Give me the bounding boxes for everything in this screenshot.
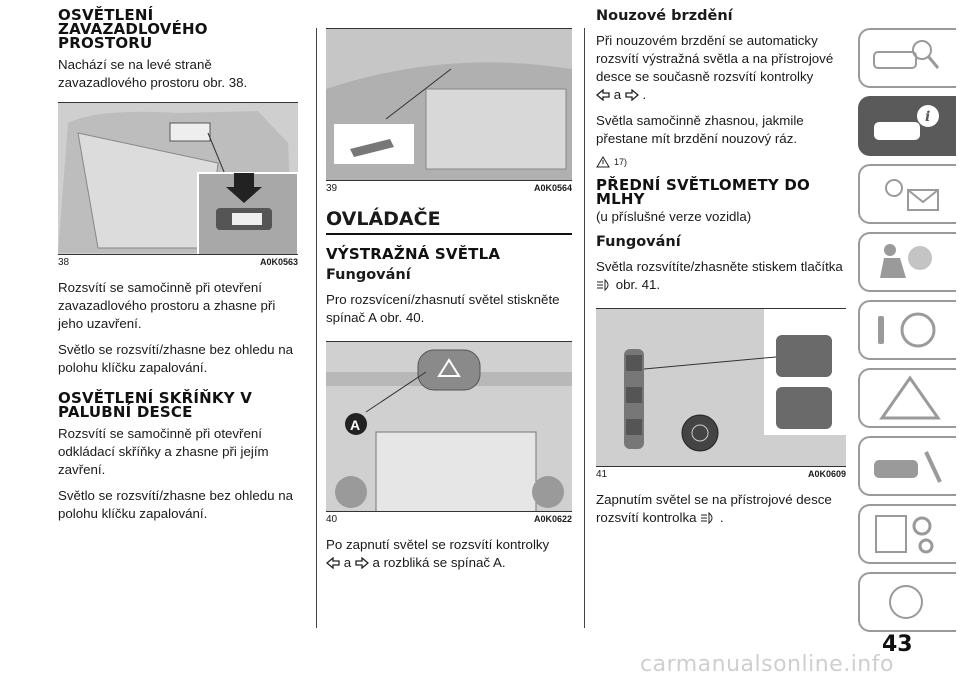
text: Při nouzovém brzdění se automaticky rozs… [596, 33, 834, 84]
fog-light-icon [701, 512, 713, 525]
list-gears-icon [875, 515, 934, 554]
paragraph: Rozsvítí se samočinně při otevření odklá… [58, 426, 269, 477]
subsection-heading: Fungování [596, 234, 681, 250]
tab-alphabet-index[interactable] [858, 572, 956, 632]
paragraph: Zapnutím světel se na přístrojové desce … [596, 491, 846, 527]
warning-note: 17) [596, 156, 846, 168]
section-heading-hazard-lights: VÝSTRAŽNÁ SVĚTLA [326, 245, 501, 263]
figure-number: 38 [58, 257, 70, 268]
trunk-light-illustration [58, 103, 298, 255]
figure-39: 39 A0K0564 [326, 28, 572, 194]
page-number: 43 [882, 632, 913, 657]
column-divider [584, 28, 585, 628]
chapter-title: OVLÁDAČE [326, 209, 572, 235]
tab-airbag-person[interactable] [858, 232, 956, 292]
fog-light-icon [597, 279, 609, 292]
paragraph: Po zapnutí světel se rozsvítí kontrolky … [326, 536, 572, 572]
column-1: OSVĚTLENÍ ZAVAZADLOVÉHO PROSTORU Nachází… [58, 8, 298, 531]
turn-left-indicator-icon [596, 89, 610, 102]
figure-code: A0K0563 [259, 257, 298, 267]
figure-41: 41 A0K0609 [596, 308, 846, 480]
car-wrench-icon [874, 451, 942, 483]
section-heading-trunk-light: OSVĚTLENÍ ZAVAZADLOVÉHO PROSTORU [58, 6, 208, 52]
figure-number: 40 [326, 514, 338, 525]
section-heading-fog-lights: PŘEDNÍ SVĚTLOMETY DO MLHY [596, 176, 810, 208]
fog-switch-illustration [596, 309, 846, 467]
figure-code: A0K0564 [533, 183, 572, 193]
alphabet-index-icon [889, 585, 923, 619]
figure-number: 41 [596, 469, 608, 480]
turn-right-indicator-icon [355, 557, 369, 570]
lights-envelope-icon [885, 179, 939, 211]
tab-list-gears[interactable] [858, 504, 956, 564]
text: Světla rozsvítíte/zhasněte stiskem tlačí… [596, 259, 843, 274]
text: a [343, 555, 352, 570]
column-2: 39 A0K0564 OVLÁDAČE VÝSTRAŽNÁ SVĚTLA Fun… [326, 28, 572, 580]
figure-38: 38 A0K0563 [58, 102, 298, 268]
column-divider [316, 28, 317, 628]
figure-40: A 40 A0K0622 [326, 341, 572, 525]
tab-warning-triangle[interactable] [858, 368, 956, 428]
text: a rozbliká se spínač A. [372, 555, 506, 570]
hazard-switch-illustration: A [326, 342, 572, 512]
turn-right-indicator-icon [625, 89, 639, 102]
watermark: carmanualsonline.info [640, 652, 894, 677]
car-info-icon: i [874, 105, 939, 140]
tab-car-magnifier[interactable] [858, 28, 956, 88]
figure-number: 39 [326, 183, 338, 194]
warning-triangle-icon [879, 375, 941, 420]
tab-car-wrench[interactable] [858, 436, 956, 496]
text: Zapnutím světel se na přístrojové desce … [596, 492, 832, 525]
glovebox-illustration [326, 29, 572, 181]
airbag-person-icon [880, 244, 932, 278]
text: Po zapnutí světel se rozsvítí kontrolky [326, 537, 550, 552]
paragraph: Světlo se rozsvítí/zhasne bez ohledu na … [58, 342, 294, 375]
tab-car-info[interactable]: i [858, 96, 956, 156]
section-heading-glovebox-light: OSVĚTLENÍ SKŘÍŇKY V PALUBNÍ DESCE [58, 389, 253, 421]
figure-code: A0K0609 [807, 469, 846, 479]
paragraph: Nachází se na levé straně zavazadlového … [58, 57, 248, 90]
chapter-tab-sidebar: i [856, 0, 960, 678]
text: a [613, 87, 622, 102]
callout-a: A [350, 417, 360, 433]
figure-caption: 40 A0K0622 [326, 511, 572, 528]
text: obr. 41. [615, 277, 661, 292]
paragraph: (u příslušné verze vozidla) [596, 209, 752, 224]
section-heading-emergency-braking: Nouzové brzdění [596, 8, 733, 24]
tab-steering-key[interactable] [858, 300, 956, 360]
steering-key-icon [878, 312, 936, 348]
figure-caption: 41 A0K0609 [596, 466, 846, 483]
figure-caption: 39 A0K0564 [326, 180, 572, 197]
note-reference: 17) [614, 157, 628, 167]
paragraph: Při nouzovém brzdění se automaticky rozs… [596, 32, 846, 104]
svg-text:i: i [925, 109, 930, 125]
text: . [642, 87, 647, 102]
warning-triangle-icon [596, 156, 610, 168]
turn-left-indicator-icon [326, 557, 340, 570]
subsection-heading: Fungování [326, 267, 411, 283]
paragraph: Světla samočinně zhasnou, jakmile přesta… [596, 113, 804, 146]
figure-caption: 38 A0K0563 [58, 254, 298, 271]
tab-lights-envelope[interactable] [858, 164, 956, 224]
column-3: Nouzové brzdění Při nouzovém brzdění se … [596, 8, 846, 535]
paragraph: Světla rozsvítíte/zhasněte stiskem tlačí… [596, 258, 846, 294]
figure-code: A0K0622 [533, 514, 572, 524]
paragraph: Světlo se rozsvítí/zhasne bez ohledu na … [58, 488, 294, 521]
paragraph: Rozsvítí se samočinně při otevření zavaz… [58, 280, 276, 331]
paragraph: Pro rozsvícení/zhasnutí světel stiskněte… [326, 292, 560, 325]
car-magnifier-icon [873, 40, 940, 69]
text: . [719, 510, 724, 525]
